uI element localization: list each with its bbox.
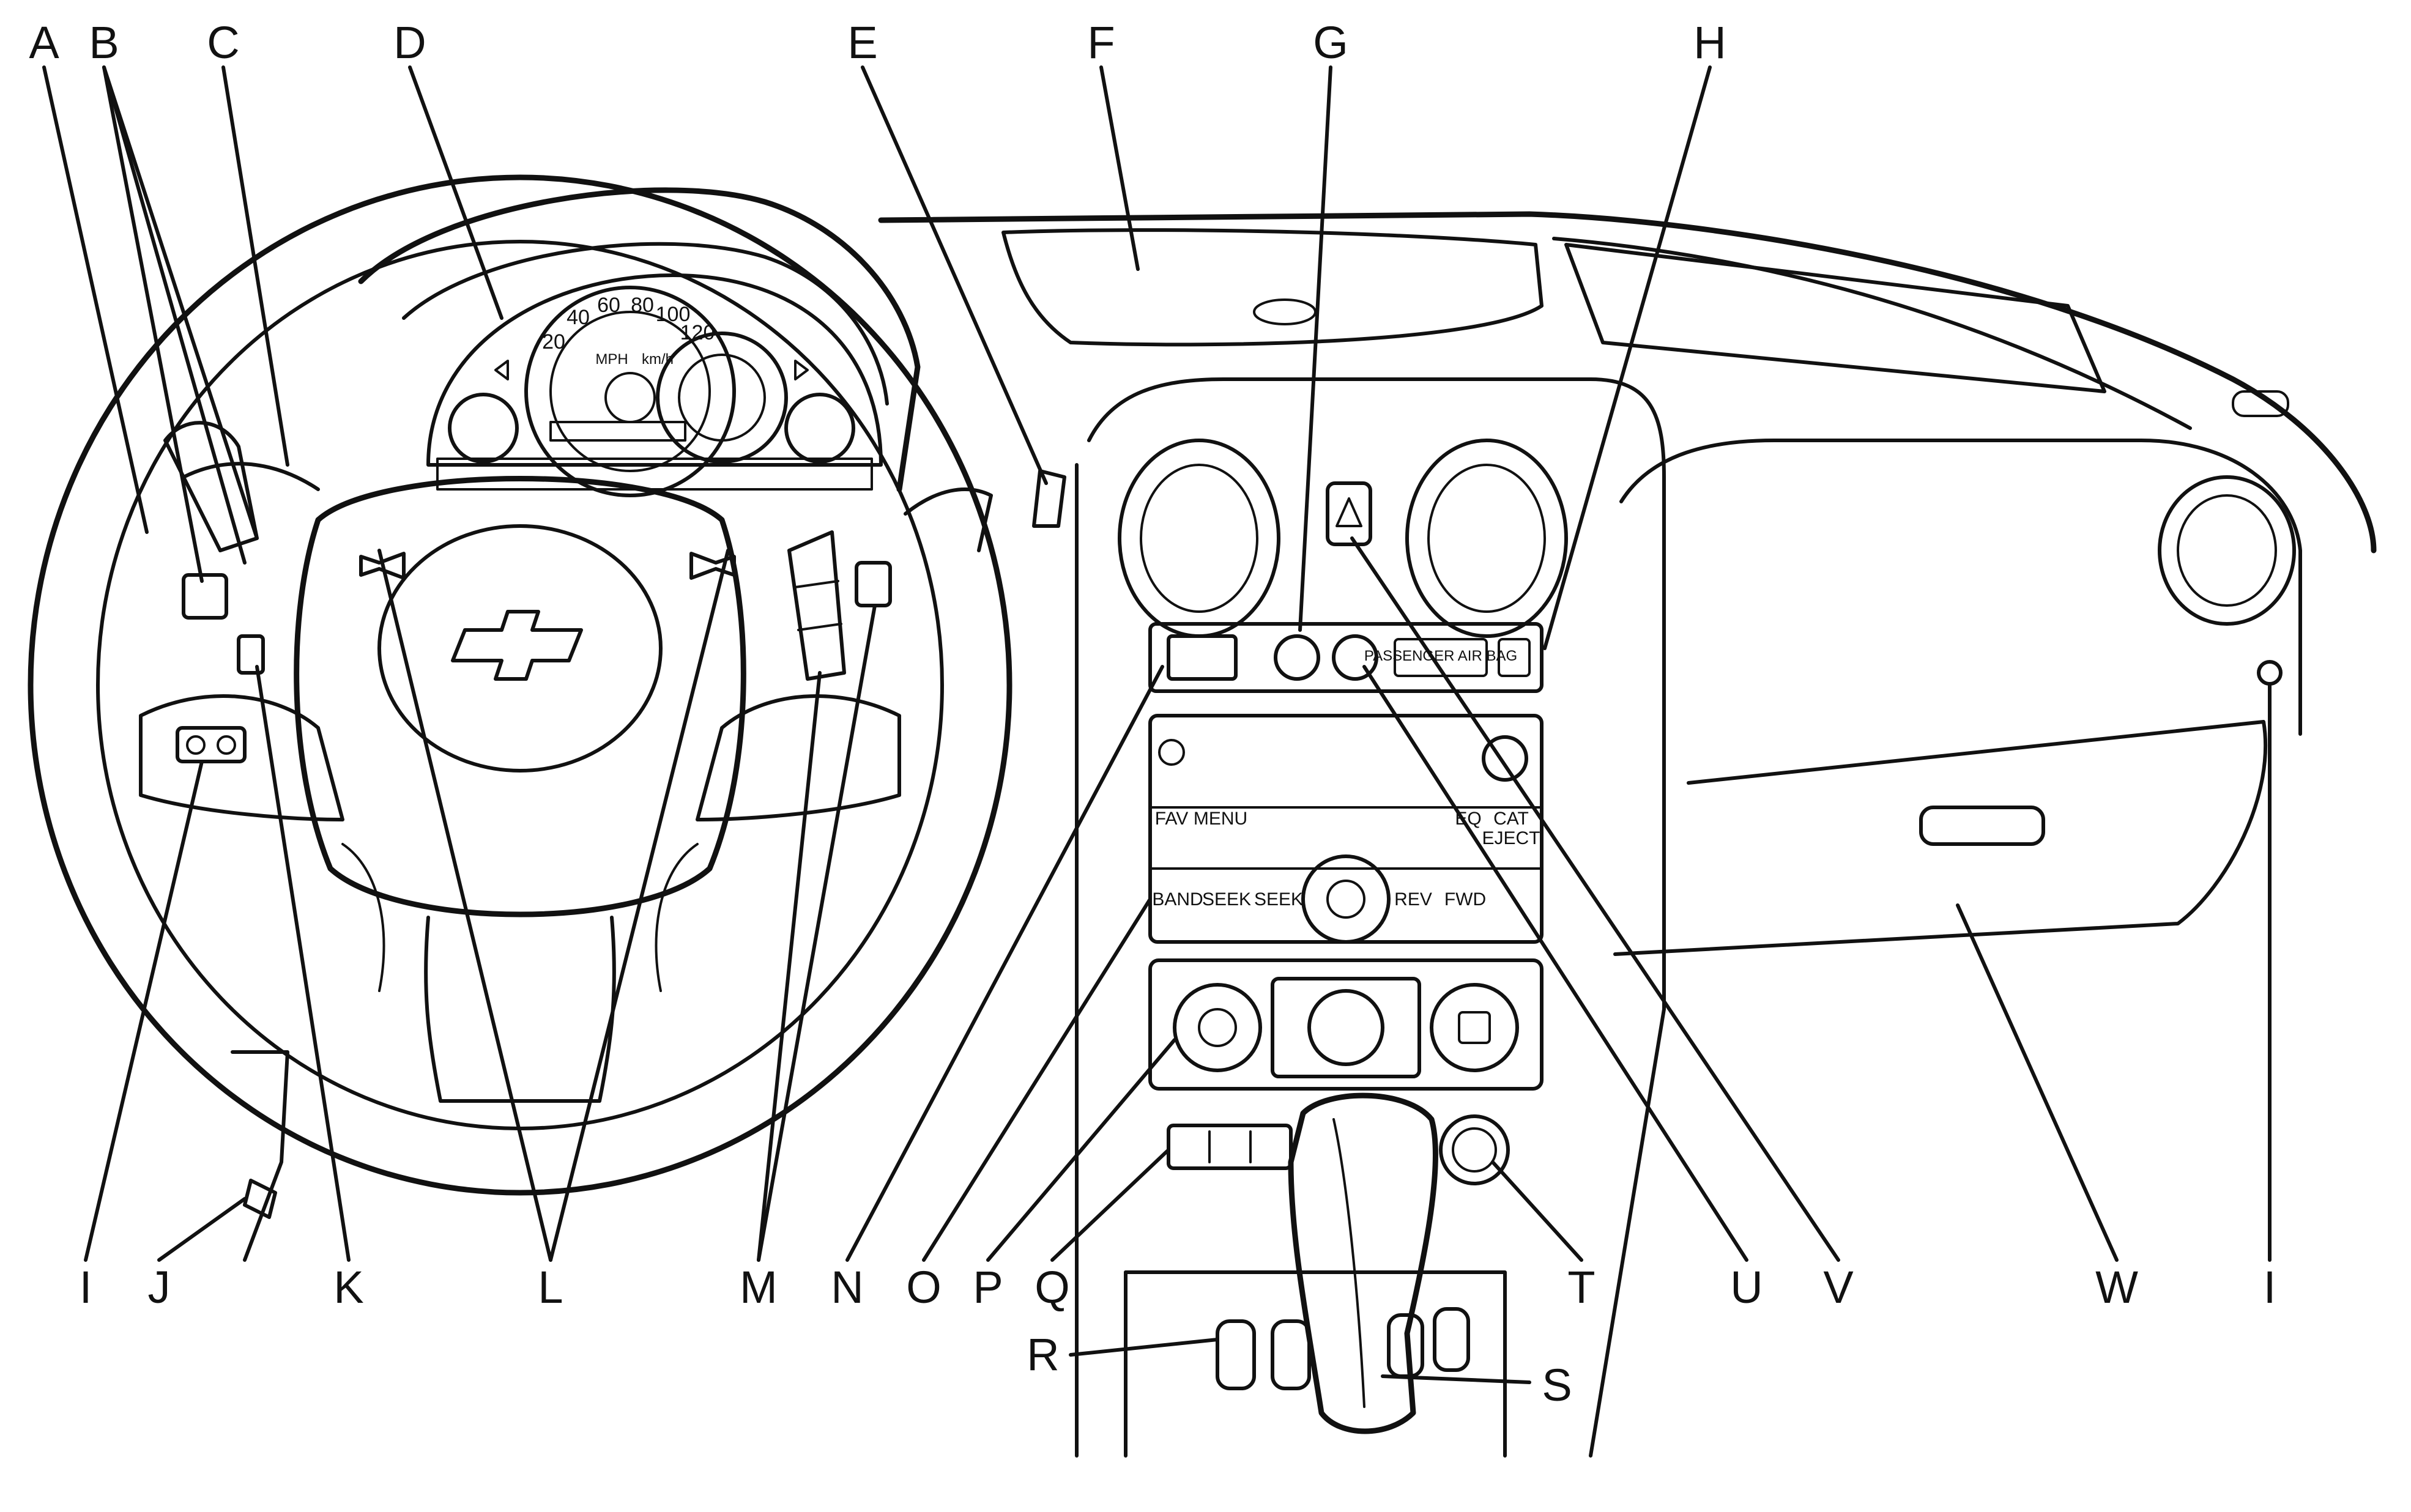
gear-shift-lever — [1288, 1092, 1438, 1434]
callout-a: A — [29, 17, 59, 68]
callout-i: I — [80, 1262, 92, 1313]
hazard-triangle-icon — [1336, 497, 1362, 527]
callout-m: M — [740, 1262, 778, 1313]
hood-release — [231, 1050, 289, 1262]
callout-h: H — [1693, 17, 1726, 68]
radio-rev-button: REV — [1394, 889, 1432, 910]
callout-n: N — [831, 1262, 863, 1313]
horn-icon — [689, 552, 736, 580]
callout-q: Q — [1035, 1262, 1070, 1313]
speed-unit-mph: MPH — [595, 351, 628, 368]
door-lock — [2257, 660, 2283, 686]
callout-k: K — [333, 1262, 363, 1313]
radio-band-button: BAND — [1152, 889, 1203, 910]
speed-mark: 100 — [656, 303, 691, 326]
horn-icon — [359, 552, 406, 580]
rear-window-switches — [1167, 1124, 1293, 1170]
callout-r: R — [1027, 1329, 1059, 1380]
radio-cat-button: CAT — [1493, 809, 1529, 829]
callout-g: G — [1313, 17, 1348, 68]
callout-v: V — [1823, 1262, 1854, 1313]
radio-seek-forward-button: SEEK — [1254, 889, 1303, 910]
climate-controls — [1148, 958, 1544, 1091]
leader-lines — [42, 65, 2272, 1384]
glovebox-handle — [1919, 806, 2045, 846]
passenger-airbag-label: PASSENGER AIR BAG — [1364, 648, 1517, 664]
callout-labels: A B C D E F G H I J K L M N O P Q R S T … — [29, 17, 2276, 1410]
speed-mark: 80 — [631, 294, 654, 317]
upper-right-trim — [1564, 243, 2106, 393]
callout-c: C — [207, 17, 239, 68]
callout-e: E — [847, 17, 877, 68]
radio-fwd-button: FWD — [1444, 889, 1486, 910]
dimmer-switch — [176, 726, 247, 763]
left-turn-arrow-icon — [494, 360, 509, 380]
radio-eject-button: EJECT — [1482, 828, 1540, 848]
callout-t: T — [1567, 1262, 1595, 1313]
speed-mark: 40 — [567, 306, 590, 329]
radio-menu-button: MENU — [1194, 809, 1247, 829]
callout-l: L — [538, 1262, 563, 1313]
chevrolet-bowtie-logo — [451, 610, 583, 681]
right-turn-arrow-icon — [794, 360, 809, 380]
callout-p: P — [973, 1262, 1003, 1313]
side-air-vent — [2158, 390, 2296, 626]
callout-o: O — [906, 1262, 942, 1313]
wiper-stalk — [904, 469, 1066, 552]
callout-d: D — [393, 17, 426, 68]
speed-mark: 120 — [680, 321, 715, 344]
center-air-vent-left — [1118, 439, 1280, 638]
callout-u: U — [1730, 1262, 1763, 1313]
instrument-cluster: 20 40 60 80 100 120 MPH km/h — [358, 187, 921, 497]
audio-system: FAV MENU EQ CAT EJECT BAND SEEK SEEK REV… — [1148, 714, 1544, 944]
dashboard-body — [878, 211, 2377, 1458]
radio-seek-back-button: SEEK — [1202, 889, 1251, 910]
speed-mark: 20 — [542, 330, 565, 354]
callout-s: S — [1542, 1360, 1572, 1410]
steering-hub — [294, 476, 746, 917]
callout-f: F — [1087, 17, 1115, 68]
speed-mark: 60 — [597, 294, 620, 317]
center-switch-panel: PASSENGER AIR BAG — [1148, 622, 1544, 693]
power-outlet — [1439, 1114, 1510, 1185]
callout-b: B — [89, 17, 119, 68]
center-air-vent-right — [1405, 439, 1568, 638]
top-storage-bin — [1001, 228, 1544, 347]
callout-j: J — [148, 1262, 171, 1313]
hazard-warning-button — [1326, 481, 1372, 546]
callout-w: W — [2095, 1262, 2138, 1313]
callout-i: I — [2264, 1262, 2276, 1313]
radio-fav-button: FAV — [1155, 809, 1188, 829]
